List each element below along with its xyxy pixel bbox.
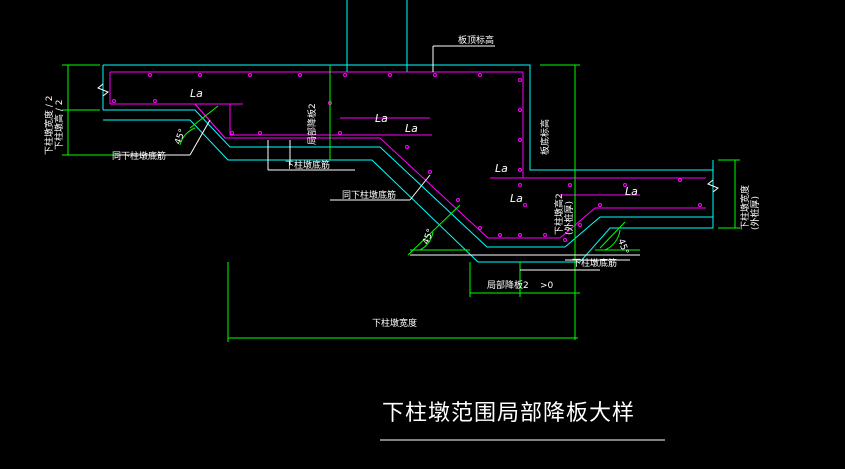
angle-label-left: 45° [173, 128, 188, 146]
drawing-title: 下柱墩范围局部降板大样 [382, 401, 635, 426]
label-pier-height-right-b: (外桩厚) [563, 201, 575, 235]
anchor-label-la-5: La [510, 192, 523, 205]
label-right-side-a: 下柱墩宽度 [739, 185, 751, 230]
label-board-top-level: 板顶标高 [458, 34, 494, 46]
label-pier-height-right-a: 下柱墩高2 [553, 193, 565, 235]
label-drop-depth: 局部降板2 [306, 103, 318, 145]
column-outline [346, 0, 408, 72]
label-pier-bottom-bars-right: 下柱墩底筋 [572, 257, 617, 269]
angle-label-center: 45° [421, 228, 436, 246]
rebar-dots [112, 73, 702, 242]
label-drop-width-bottom: 局部降板2 [487, 279, 529, 291]
label-same-pier-bottom-center: 同下柱墩底筋 [342, 189, 396, 201]
label-pier-width-total: 下柱墩宽度 [372, 317, 417, 329]
label-right-side-b: (外桩厚) [749, 196, 761, 230]
label-pier-height-left: 下柱墩高 / 2 [53, 100, 65, 150]
label-pier-bottom-bars: 下柱墩底筋 [285, 159, 330, 171]
concrete-outline [102, 64, 714, 263]
anchor-label-la-3: La [405, 122, 418, 135]
anchor-label-la-1: La [190, 87, 203, 100]
anchor-label-la-2: La [375, 112, 388, 125]
label-board-bottom-level: 板底标高 [539, 119, 551, 155]
rebar-lines [109, 71, 706, 239]
break-symbol-left [97, 83, 109, 97]
leader-lines [115, 45, 665, 441]
anchor-label-la-6: La [625, 185, 638, 198]
break-symbol-right [707, 179, 719, 193]
label-min-gap: >0 [540, 281, 554, 291]
label-pier-width-left: 下柱墩宽度 / 2 [43, 96, 55, 155]
angle-label-right: 45° [615, 238, 630, 256]
anchor-label-la-4: La [495, 162, 508, 175]
label-bottom-reinf-left: 同下柱墩底筋 [112, 150, 166, 162]
dimension-lines [62, 64, 740, 342]
